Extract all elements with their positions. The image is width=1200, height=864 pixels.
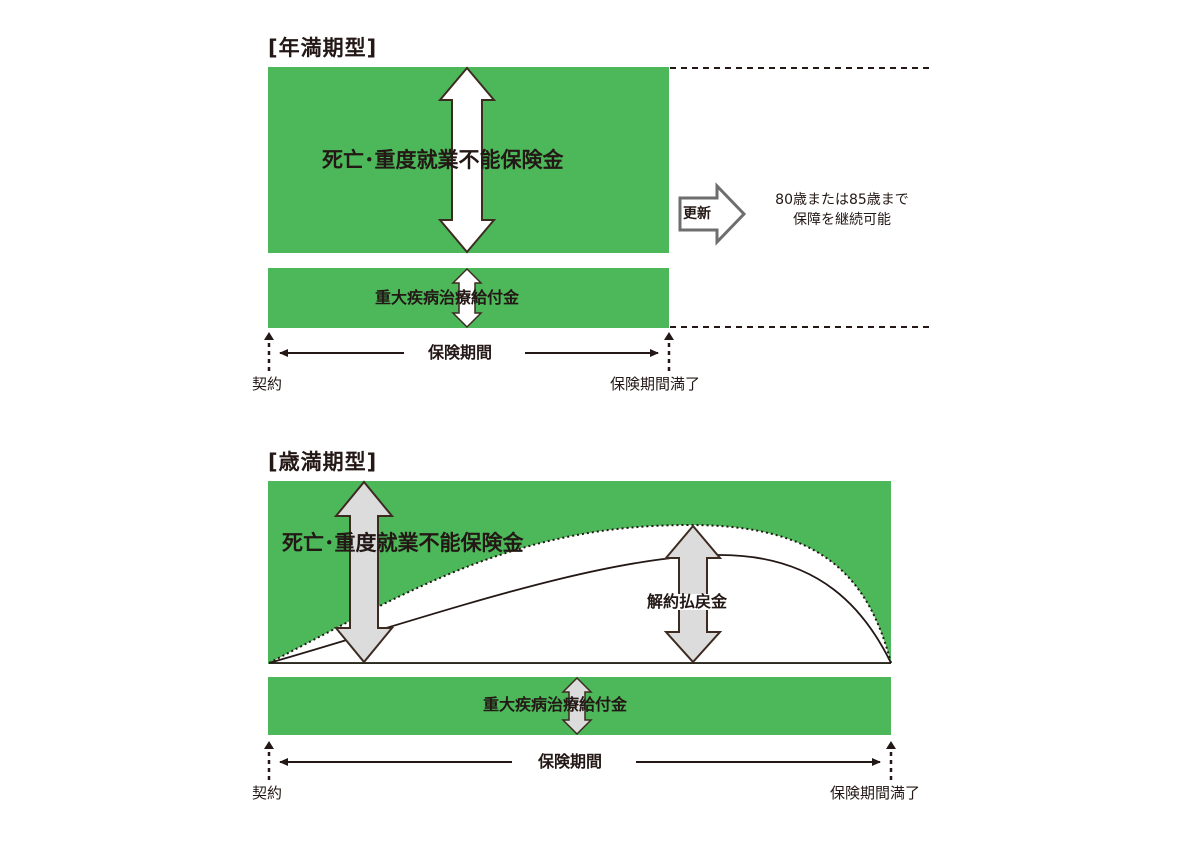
section2-illness-label: 重大疾病治療給付金 [483, 695, 628, 714]
section2-death-label: 死亡･重度就業不能保険金 [282, 531, 524, 555]
start-marker-head-2 [264, 741, 274, 749]
surrender-value-area [269, 525, 891, 663]
end-marker-head [664, 332, 674, 340]
illness-benefit-arrow-2 [561, 676, 593, 736]
section2-surrender-label: 解約払戻金 [645, 592, 730, 611]
section2-start-label: 契約 [252, 784, 283, 802]
start-marker-head [264, 332, 274, 340]
renew-label: 更新 [683, 206, 711, 222]
section2-period-label: 保険期間 [538, 752, 603, 771]
end-marker-head-2 [886, 741, 896, 749]
section1-period-label: 保険期間 [428, 343, 493, 362]
death-benefit-arrow [437, 66, 497, 254]
renew-note-line2: 保障を継続可能 [793, 212, 891, 228]
death-benefit-curve [268, 523, 892, 664]
renew-arrow [678, 182, 747, 246]
section2-heading: [歳満期型] [268, 450, 378, 474]
section1-heading: [年満期型] [268, 36, 378, 60]
renew-note-line1: 80歳または85歳まで [775, 192, 909, 208]
section2-end-label: 保険期間満了 [830, 784, 921, 802]
death-benefit-arrow-2 [333, 480, 395, 664]
section1-illness-label: 重大疾病治療給付金 [375, 288, 520, 307]
section1-end-label: 保険期間満了 [610, 375, 701, 393]
section1-start-label: 契約 [252, 375, 283, 393]
illness-benefit-arrow [451, 267, 483, 329]
section1-death-label: 死亡･重度就業不能保険金 [322, 148, 564, 172]
